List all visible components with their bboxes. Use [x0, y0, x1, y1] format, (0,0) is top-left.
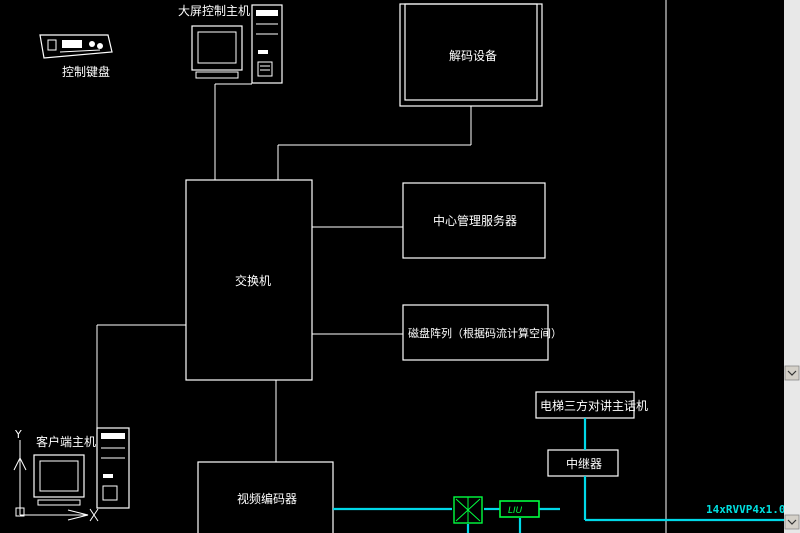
big-screen-host-label: 大屏控制主机	[178, 4, 250, 18]
switch-box[interactable]	[185, 179, 313, 381]
monitor-icon	[191, 25, 243, 79]
liu-box[interactable]	[499, 500, 540, 518]
video-encoder-box[interactable]	[197, 461, 334, 533]
control-keyboard-label: 控制键盘	[62, 64, 110, 79]
ucs-axis-icon	[13, 440, 99, 522]
switch-label: 交换机	[235, 273, 271, 288]
tower-pc-icon	[251, 4, 283, 84]
video-encoder-label: 视频编码器	[237, 491, 297, 506]
connections	[96, 83, 472, 462]
terminal-block-icon	[453, 496, 483, 524]
disk-array-label: 磁盘阵列（根据码流计算空间）	[408, 326, 562, 340]
cable-label: 14xRVVP4x1.0	[706, 503, 785, 516]
keyboard-icon	[39, 34, 113, 59]
scroll-down-arrow-icon[interactable]	[784, 365, 800, 381]
elevator-host-label: 电梯三方对讲主话机	[540, 398, 648, 413]
center-server-label: 中心管理服务器	[433, 213, 517, 228]
repeater-label: 中继器	[566, 456, 602, 471]
cable-lines	[333, 418, 790, 533]
scroll-end-arrow-icon[interactable]	[784, 514, 800, 530]
vertical-scrollbar[interactable]	[784, 0, 800, 533]
liu-label: LIU	[508, 506, 523, 516]
disk-array-box[interactable]	[402, 304, 549, 361]
center-server-box[interactable]	[402, 182, 546, 259]
client-host-label: 客户端主机	[36, 434, 96, 449]
client-monitor-icon	[33, 454, 85, 506]
client-tower-icon	[96, 427, 130, 509]
decoder-label: 解码设备	[449, 49, 497, 63]
ucs-axis-label: Y	[14, 428, 22, 441]
repeater-box[interactable]	[547, 449, 619, 477]
